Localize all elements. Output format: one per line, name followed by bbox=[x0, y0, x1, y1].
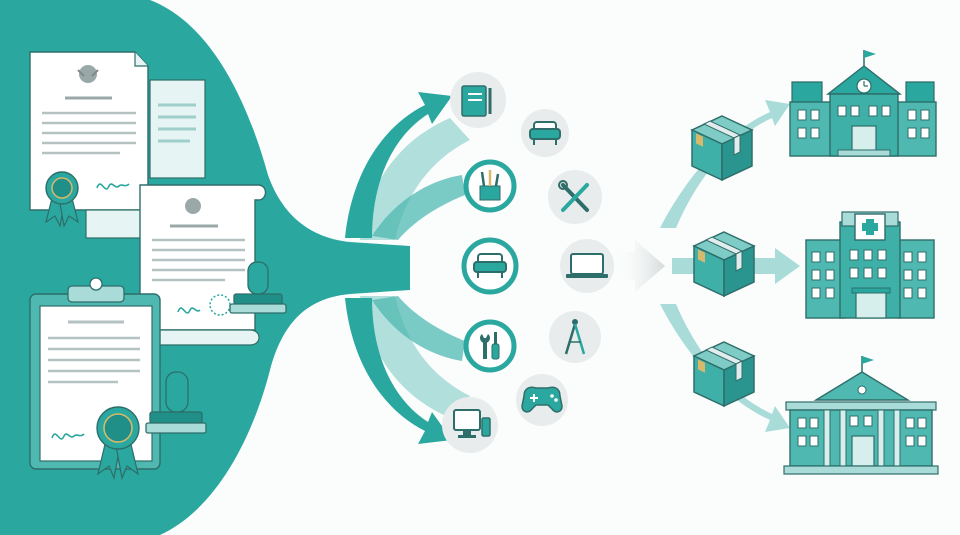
pens-holder-icon bbox=[479, 170, 501, 201]
category-circle-compass bbox=[549, 311, 601, 363]
laptop-icon bbox=[566, 253, 608, 278]
documents-group bbox=[29, 51, 287, 481]
copy-document bbox=[149, 79, 206, 179]
category-circle-tools-outer bbox=[548, 170, 602, 224]
category-circle-armchair-outer bbox=[521, 109, 569, 157]
signature-icon bbox=[96, 183, 130, 190]
hospital-door bbox=[855, 291, 887, 319]
route-arrow-to-government bbox=[660, 304, 790, 432]
rubber-stamp-icon bbox=[145, 371, 207, 434]
school-door bbox=[851, 125, 877, 153]
category-circle-laptop bbox=[560, 239, 614, 293]
clipboard-clip-icon bbox=[67, 277, 125, 303]
clipboard-contract-with-seal bbox=[29, 277, 207, 481]
institutions-group bbox=[783, 50, 939, 475]
compass-icon bbox=[564, 319, 586, 355]
computer-monitor-icon bbox=[453, 409, 491, 438]
tools-icon bbox=[480, 332, 500, 360]
hospital-building bbox=[805, 211, 935, 319]
arrow-up-curved bbox=[345, 92, 452, 238]
flag-icon bbox=[861, 356, 874, 372]
school-building bbox=[789, 50, 937, 157]
arrow-down-curved bbox=[345, 298, 452, 444]
deliveries-group bbox=[691, 115, 755, 407]
gamepad-icon bbox=[521, 386, 563, 413]
category-circle-computer bbox=[442, 397, 498, 453]
route-arrow-to-school bbox=[660, 100, 790, 228]
eagle-crest-icon bbox=[185, 198, 201, 214]
rubber-stamp-icon bbox=[229, 261, 287, 314]
government-building bbox=[783, 356, 939, 475]
clock-icon bbox=[856, 78, 872, 94]
signature-icon bbox=[51, 433, 85, 440]
parcel-box bbox=[691, 115, 753, 181]
category-circle-gamepad bbox=[516, 374, 568, 426]
flag-icon bbox=[863, 50, 876, 66]
category-circle-tools bbox=[463, 319, 517, 373]
category-circle-armchair bbox=[461, 237, 519, 295]
certificate-with-seal bbox=[29, 51, 149, 228]
parcel-box bbox=[693, 231, 755, 297]
distribution-arrows bbox=[345, 92, 470, 444]
categories-group bbox=[442, 72, 614, 453]
arrow-to-deliveries bbox=[612, 240, 665, 292]
notebook-icon bbox=[461, 85, 492, 117]
government-door bbox=[851, 435, 875, 467]
parcel-box bbox=[693, 341, 755, 407]
armchair-icon bbox=[529, 121, 561, 145]
category-circle-pens bbox=[463, 159, 517, 213]
signature-icon bbox=[177, 307, 201, 314]
eagle-crest-icon bbox=[77, 65, 99, 83]
seal-ribbon-icon bbox=[45, 171, 79, 228]
tools-icon bbox=[558, 180, 589, 212]
medical-cross-icon bbox=[854, 213, 886, 241]
armchair-icon bbox=[473, 253, 507, 278]
seal-ribbon-icon bbox=[96, 406, 140, 481]
category-circle-notebook bbox=[450, 72, 506, 128]
